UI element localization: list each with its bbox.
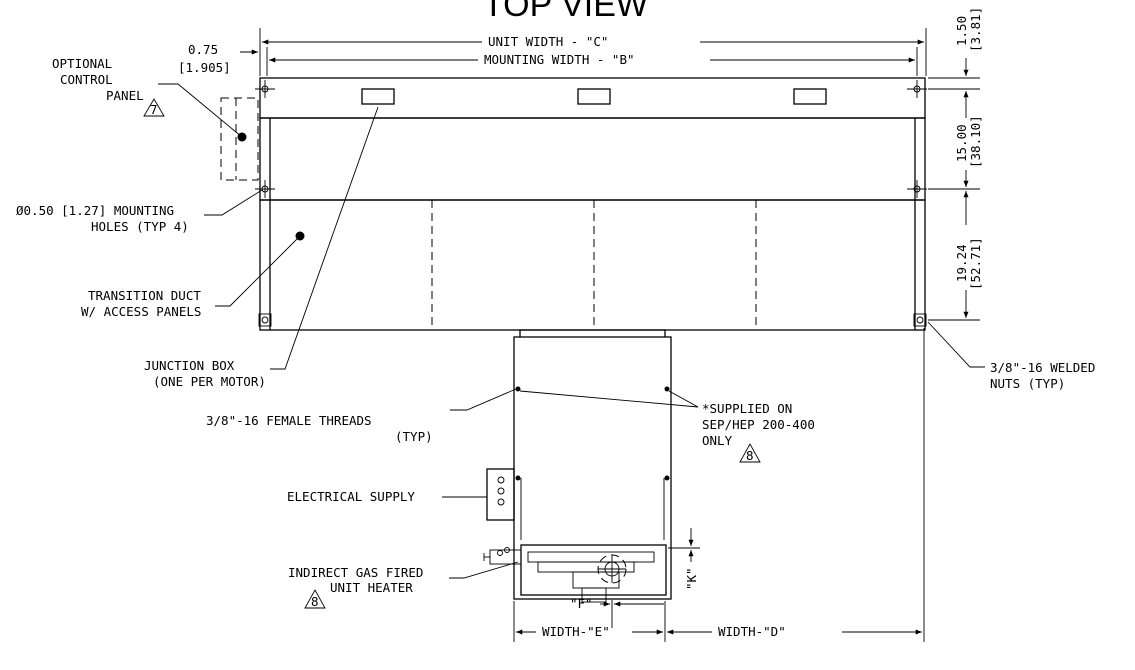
junction-box — [793, 88, 827, 105]
revision-triangle-7: 7 — [143, 98, 165, 117]
mounting-hole — [255, 80, 275, 98]
revision-triangle-8: 8 — [304, 589, 326, 609]
welded-nut — [258, 313, 272, 327]
duct-height-metric: [52.71] — [968, 237, 983, 290]
transition-duct-label-2: W/ ACCESS PANELS — [81, 304, 201, 319]
welded-nuts-label-1: 3/8"-16 WELDED — [990, 360, 1095, 375]
gas-heater-label-1: INDIRECT GAS FIRED — [288, 565, 423, 580]
supplied-on-label-1: *SUPPLIED ON — [702, 401, 792, 416]
female-thread-point — [515, 475, 521, 481]
svg-text:7: 7 — [150, 102, 158, 117]
unit-width-dim: UNIT WIDTH - "C" — [488, 34, 608, 49]
junction-box — [577, 88, 611, 105]
female-thread-point — [664, 386, 670, 392]
gas-heater — [520, 544, 667, 596]
cabinet-body — [513, 336, 672, 600]
svg-text:8: 8 — [746, 448, 754, 463]
flange-offset-metric: [1.905] — [178, 60, 231, 75]
k-dim: "K" — [684, 567, 699, 590]
electrical-supply-box — [486, 468, 515, 521]
supplied-on-label-3: ONLY — [702, 433, 733, 448]
top-flange — [259, 77, 926, 119]
width-d-dim: WIDTH-"D" — [718, 624, 786, 639]
svg-text:8: 8 — [311, 594, 319, 609]
control-panel-label-3: PANEL — [106, 88, 144, 103]
junction-box-label-1: JUNCTION BOX — [144, 358, 235, 373]
supplied-on-label-2: SEP/HEP 200-400 — [702, 417, 815, 432]
female-threads-label-1: 3/8"-16 FEMALE THREADS — [206, 413, 372, 428]
electrical-supply-label: ELECTRICAL SUPPLY — [287, 489, 415, 504]
control-panel-marker — [237, 132, 247, 142]
gas-heater-label-2: UNIT HEATER — [330, 580, 413, 595]
transition-duct-label-1: TRANSITION DUCT — [88, 288, 201, 303]
optional-control-panel — [220, 97, 259, 181]
drawing-title: TOP VIEW — [483, 0, 648, 24]
upper-height-metric: [38.10] — [968, 115, 983, 168]
upper-height-dim: 15.00 — [954, 124, 969, 162]
dimension-lines — [240, 28, 980, 642]
junction-box — [361, 88, 395, 105]
female-thread-point — [664, 475, 670, 481]
control-panel-label-2: CONTROL — [60, 72, 113, 87]
unit-body — [220, 77, 927, 331]
junction-box-label-2: (ONE PER MOTOR) — [153, 374, 266, 389]
leader-lines — [158, 83, 985, 579]
revision-triangle-8: 8 — [739, 443, 761, 463]
female-thread-point — [515, 386, 521, 392]
transition-duct — [259, 199, 926, 331]
top-offset-metric: [3.81] — [968, 7, 983, 52]
heater-cabinet — [483, 329, 672, 603]
mounting-width-dim: MOUNTING WIDTH - "B" — [484, 52, 635, 67]
duct-marker — [295, 231, 305, 241]
welded-nuts-label-2: NUTS (TYP) — [990, 376, 1065, 391]
mounting-holes-label-1: Ø0.50 [1.27] MOUNTING — [16, 203, 174, 218]
mounting-hole — [907, 80, 927, 98]
control-panel-label-1: OPTIONAL — [52, 56, 112, 71]
width-e-dim: WIDTH-"E" — [542, 624, 610, 639]
f-dim: "F" — [570, 596, 593, 611]
mounting-hole — [255, 180, 275, 198]
top-offset-dim: 1.50 — [954, 16, 969, 46]
flange-offset-dim: 0.75 — [188, 42, 218, 57]
welded-nut — [913, 313, 927, 327]
mounting-hole — [907, 180, 927, 198]
female-threads-label-2: (TYP) — [395, 429, 433, 444]
duct-height-dim: 19.24 — [954, 244, 969, 282]
mounting-holes-label-2: HOLES (TYP 4) — [91, 219, 189, 234]
